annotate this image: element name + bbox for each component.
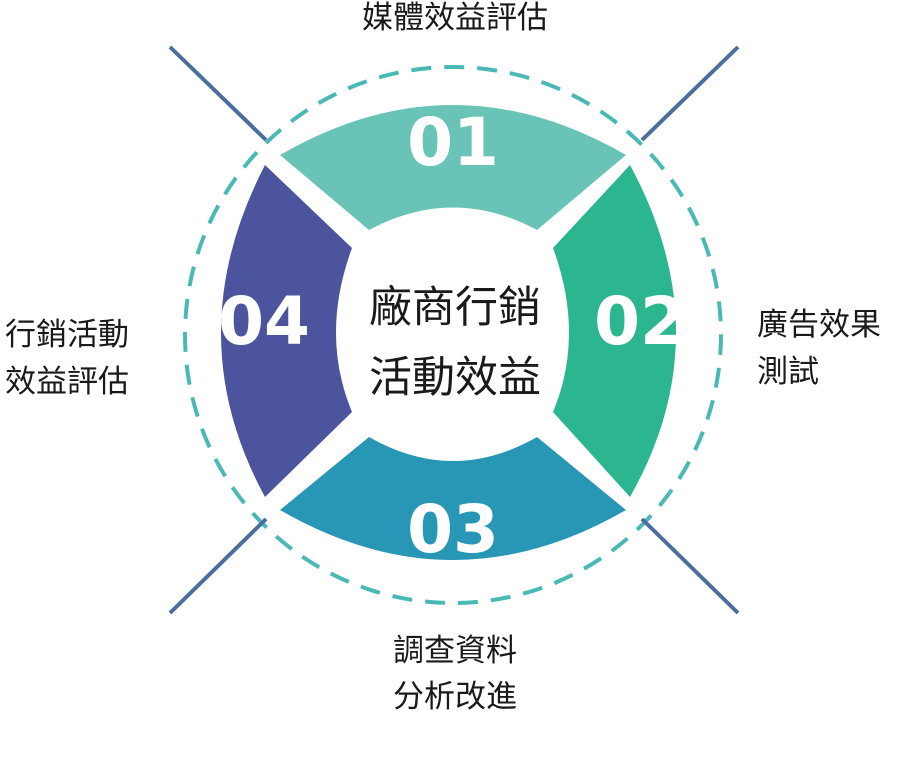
label-02-line2: 測試: [757, 354, 819, 390]
segment-01-top: [280, 105, 626, 230]
segment-04-left: [221, 165, 352, 497]
segment-02-number: 02: [594, 283, 686, 360]
diagonal-line-top-right: [640, 45, 740, 142]
label-03-line2: 分析改進: [393, 679, 517, 715]
diagonal-line-bottom-right: [640, 517, 740, 615]
diagonal-line-bottom-left: [168, 517, 268, 615]
label-03-line1: 調查資料: [393, 633, 517, 669]
segment-01-number: 01: [407, 104, 499, 181]
label-04-line2: 效益評估: [5, 364, 129, 400]
label-02-line1: 廣告效果: [757, 307, 881, 343]
segment-04-number: 04: [218, 283, 310, 360]
label-04-line1: 行銷活動: [5, 317, 129, 353]
dashed-ring: [183, 65, 723, 605]
label-01-line1: 媒體效益評估: [362, 0, 548, 36]
segment-02-right: [553, 165, 676, 497]
segment-03-bottom: [280, 437, 626, 560]
diagonal-line-top-left: [168, 45, 268, 142]
segment-03-number: 03: [407, 491, 499, 568]
center-title-line1: 廠商行銷: [369, 283, 541, 333]
center-title-line2: 活動效益: [369, 353, 541, 403]
